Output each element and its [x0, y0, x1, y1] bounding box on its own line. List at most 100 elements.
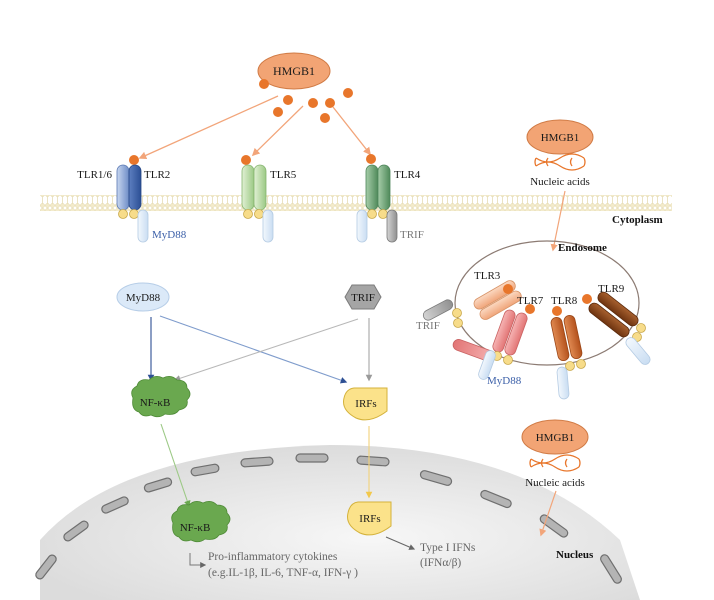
- tlr8-label: TLR8: [551, 295, 578, 307]
- nfkb-node: [131, 376, 191, 418]
- tir-domain: [243, 209, 253, 219]
- myd88-adaptor: [478, 350, 496, 380]
- ligand-dot: [525, 304, 535, 314]
- trif-adaptor: [422, 299, 454, 321]
- tlr7-complex: TLR7 MyD88: [452, 295, 544, 387]
- hmgb1-dot: [283, 95, 293, 105]
- myd88-endosome-label: MyD88: [487, 375, 522, 387]
- irfs-node: [343, 387, 388, 421]
- tlr1-6-label: TLR1/6: [77, 169, 112, 181]
- hmgb1-label: HMGB1: [273, 64, 315, 78]
- tlr1-6-receptor: [116, 164, 130, 211]
- hmgb1-particles: [259, 79, 353, 123]
- ligand-dot: [241, 155, 251, 165]
- tlr2-label: TLR2: [144, 169, 170, 181]
- arrow-nfkb-to-cytokines: [189, 553, 207, 568]
- tlr4-complex: TLR4 TRIF: [356, 154, 424, 243]
- myd88-adaptor: [262, 209, 274, 243]
- ligand-dot: [366, 154, 376, 164]
- arrow-hmgb1-to-tlr2: [138, 95, 279, 160]
- myd88-adaptor: [556, 366, 570, 400]
- arrow-myd88-to-irfs: [159, 315, 348, 384]
- irfs-node-label: IRFs: [355, 398, 376, 410]
- hmgb1-dot: [325, 98, 335, 108]
- hmgb1-dot: [308, 98, 318, 108]
- endosome-membrane: [454, 240, 640, 366]
- tlr5-label: TLR5: [270, 169, 297, 181]
- trif-endosome-label: TRIF: [416, 320, 440, 332]
- tlr2-receptor: [128, 164, 142, 211]
- arrow-nucleic-acids-into-nucleus: [539, 490, 557, 537]
- nuclear-irfs-node: [347, 501, 392, 536]
- tlr8-complex: TLR8: [550, 295, 586, 400]
- tlr8-receptor: [563, 314, 583, 360]
- nuclear-pore: [101, 496, 129, 514]
- tlr5-receptor: [241, 164, 255, 211]
- tlr3-complex: TLR3 TRIF: [416, 270, 522, 332]
- tir-domain: [503, 355, 513, 365]
- nucleic-acids-label: Nucleic acids: [530, 176, 590, 188]
- nucleic-acid-icon: [534, 153, 586, 171]
- nuclear-pore: [539, 514, 569, 538]
- ligand-dot: [503, 284, 513, 294]
- ligand-dot: [129, 155, 139, 165]
- cytoplasmic-signaling: MyD88 TRIF NF-κB IRFs: [116, 282, 388, 508]
- nuclear-irfs-label: IRFs: [359, 513, 380, 525]
- arrow-trif-to-nfkb: [173, 318, 359, 382]
- hmgb1-nucleic-acid-complex-endosomal: HMGB1 Nucleic acids: [526, 119, 594, 252]
- arrow-irfs-to-ifns: [385, 536, 416, 550]
- tir-domain: [254, 209, 264, 219]
- type1-ifns-label-line1: Type I IFNs: [420, 542, 476, 554]
- myd88-adaptor: [137, 209, 149, 243]
- arrow-hmgb1-to-tlr4: [332, 106, 371, 156]
- nucleic-acid-icon: [529, 454, 581, 472]
- type1-ifns-label-line2: (IFNα/β): [420, 557, 461, 569]
- tlr5-receptor: [253, 164, 267, 211]
- nuclear-pore: [480, 489, 512, 509]
- nfkb-node-label: NF-κB: [140, 397, 171, 409]
- tlr5-complex: TLR5: [241, 155, 297, 243]
- nuclear-pore: [600, 554, 622, 584]
- hmgb1-ellipse: [257, 52, 331, 90]
- nuclear-pore: [295, 453, 329, 463]
- tlr9-complex: TLR9: [582, 283, 651, 365]
- tir-domain: [118, 209, 128, 219]
- tlr9-label: TLR9: [598, 283, 625, 295]
- tir-domain: [576, 359, 586, 369]
- trif-adaptor-label: TRIF: [400, 229, 424, 241]
- trif-adaptor: [386, 209, 398, 243]
- nuclear-pore: [63, 520, 89, 542]
- tir-domain: [378, 209, 388, 219]
- myd88-adaptor: [625, 337, 651, 365]
- hmgb1-dot: [343, 88, 353, 98]
- tir-domain: [565, 361, 575, 371]
- myd88-node-label: MyD88: [126, 292, 161, 304]
- trif-node-label: TRIF: [351, 292, 375, 304]
- nuclear-pore: [190, 463, 220, 477]
- endosome-label: Endosome: [558, 242, 607, 254]
- nuclear-pore: [143, 477, 173, 493]
- tlr4-receptor: [365, 164, 379, 211]
- myd88-node: [116, 282, 170, 312]
- tir-domain: [453, 318, 463, 328]
- hmgb1-ellipse: [526, 119, 594, 155]
- nuclear-pore: [419, 470, 453, 486]
- plasma-membrane: [40, 195, 672, 211]
- tlr2-complex: TLR1/6 TLR2 MyD88: [77, 155, 187, 243]
- endosome: Endosome TLR3 TRIF TLR7: [416, 240, 651, 400]
- hmgb1-label: HMGB1: [541, 132, 580, 144]
- ligand-dot: [552, 306, 562, 316]
- myd88-adaptor-label: MyD88: [152, 229, 187, 241]
- nuclear-pore: [240, 456, 274, 468]
- hmgb1-ellipse: [521, 419, 589, 455]
- tir-domain: [367, 209, 377, 219]
- tlr4-receptor: [377, 164, 391, 211]
- tlr3-label: TLR3: [474, 270, 501, 282]
- nuclear-nucleic-acids-label: Nucleic acids: [525, 477, 585, 489]
- nuclear-nfkb-node: [171, 501, 231, 543]
- cytokines-label-line2: (e.g.IL-1β, IL-6, TNF-α, IFN-γ ): [208, 567, 358, 579]
- cytokines-label-line1: Pro-inflammatory cytokines: [208, 551, 338, 563]
- ligand-dot: [582, 294, 592, 304]
